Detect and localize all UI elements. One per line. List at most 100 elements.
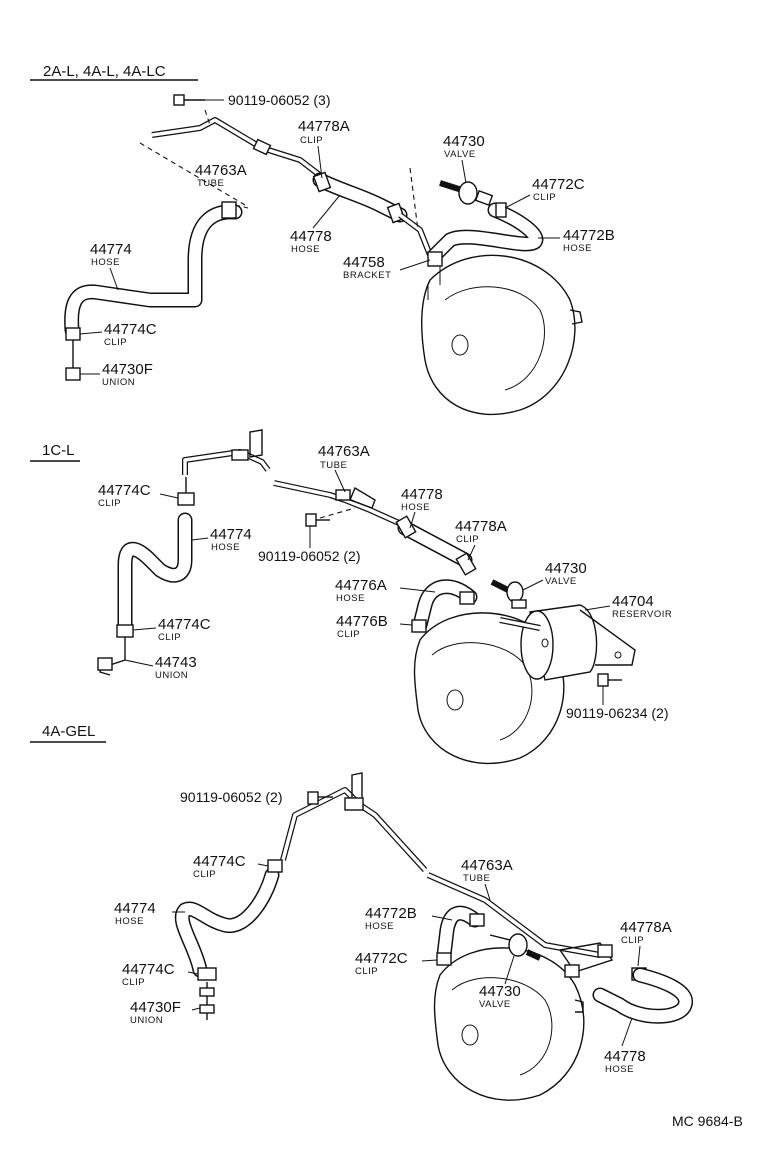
part-name-valve-3: VALVE bbox=[479, 999, 511, 1010]
part-number-44776b-2: 44776B bbox=[336, 613, 388, 630]
hose-44774-3 bbox=[174, 859, 283, 1020]
leader-44758-1 bbox=[399, 259, 431, 271]
part-number-44730f-1: 44730F bbox=[102, 361, 153, 378]
section-title-2: 1C-L bbox=[42, 442, 75, 459]
part-number-44778-1: 44778 bbox=[290, 228, 332, 245]
part-name-hose-8-2: HOSE bbox=[401, 502, 430, 513]
part-name-valve-1: VALVE bbox=[444, 149, 476, 160]
part-number-44774-3: 44774 bbox=[114, 900, 156, 917]
section-title-1: 2A-L, 4A-L, 4A-LC bbox=[43, 63, 166, 80]
part-number-44772b-1: 44772B bbox=[563, 227, 615, 244]
part-number-44704-2: 44704 bbox=[612, 593, 654, 610]
part-name-clip-c-3: CLIP bbox=[355, 966, 378, 977]
part-name-clip-1: CLIP bbox=[300, 135, 323, 146]
part-number-44778-3: 44778 bbox=[604, 1048, 646, 1065]
label-bolt-90119-1: 90119-06052 (3) bbox=[228, 92, 330, 108]
part-name-clip-4-2: CLIP bbox=[98, 498, 121, 509]
section-2: 1C-L bbox=[30, 429, 672, 765]
leader-44772c-1 bbox=[504, 194, 531, 209]
leader-44778a-3 bbox=[637, 945, 641, 967]
part-number-44774c-3: 44774C bbox=[193, 853, 246, 870]
part-name-hose-4-1: HOSE bbox=[91, 257, 120, 268]
valve-assembly-3 bbox=[436, 905, 542, 966]
drawing-code: MC 9684-B bbox=[672, 1113, 743, 1129]
part-number-44774c-1: 44774C bbox=[104, 321, 157, 338]
leader-44778-1 bbox=[312, 194, 341, 229]
leader-44774c-2 bbox=[159, 493, 179, 499]
label-bolt-90119-3: 90119-06052 (2) bbox=[180, 789, 282, 805]
bolt-3 bbox=[307, 791, 333, 805]
leader-44776a-2 bbox=[399, 587, 436, 593]
leader-44776b-2 bbox=[399, 623, 413, 626]
hose-44778-3 bbox=[592, 967, 693, 1024]
part-number-44776a-2: 44776A bbox=[335, 577, 387, 594]
part-name-clip-4-3: CLIP bbox=[193, 869, 216, 880]
brake-booster-1 bbox=[421, 254, 583, 415]
part-number-44774-2: 44774 bbox=[210, 526, 252, 543]
part-name-reservoir-2: RESERVOIR bbox=[612, 609, 672, 620]
part-name-valve-2: VALVE bbox=[545, 576, 577, 587]
part-name-union-1: UNION bbox=[102, 377, 135, 388]
part-name-hose-8-3: HOSE bbox=[605, 1064, 634, 1075]
part-number-44772c-3: 44772C bbox=[355, 950, 408, 967]
leader-44774c-3 bbox=[257, 863, 269, 867]
bolt-2b bbox=[597, 673, 622, 687]
part-number-44778-2: 44778 bbox=[401, 486, 443, 503]
part-number-44730-3: 44730 bbox=[479, 983, 521, 1000]
leader-44730-3 bbox=[504, 955, 515, 985]
hose-44776a-2 bbox=[411, 579, 541, 633]
part-name-clip-4b-2: CLIP bbox=[158, 632, 181, 643]
part-name-hose-b-1: HOSE bbox=[563, 243, 592, 254]
part-number-44758-1: 44758 bbox=[343, 254, 385, 271]
hose-44774-1 bbox=[64, 201, 249, 381]
part-name-clip-6-2: CLIP bbox=[337, 629, 360, 640]
part-number-44774c-3b: 44774C bbox=[122, 961, 175, 978]
part-name-tube-2: TUBE bbox=[320, 460, 347, 471]
leader-44778-2 bbox=[409, 511, 416, 529]
leader-44774-1 bbox=[109, 267, 119, 291]
valve-2 bbox=[490, 579, 527, 609]
part-number-44774c-2: 44774C bbox=[98, 482, 151, 499]
section-1: 2A-L, 4A-L, 4A-LC bbox=[30, 63, 615, 415]
part-name-bracket-1: BRACKET bbox=[343, 270, 391, 281]
tube-44763a-1 bbox=[139, 109, 332, 206]
leader-44772c-3 bbox=[421, 959, 438, 962]
part-name-hose-4-3: HOSE bbox=[115, 916, 144, 927]
part-number-44763a-2: 44763A bbox=[318, 443, 370, 460]
part-name-clip-4-1: CLIP bbox=[104, 337, 127, 348]
part-number-44730-1: 44730 bbox=[443, 133, 485, 150]
leader-44774c-3b bbox=[187, 971, 199, 975]
part-name-hose-4-2: HOSE bbox=[211, 542, 240, 553]
part-number-44763a-1: 44763A bbox=[195, 162, 247, 179]
part-number-44774c-2b: 44774C bbox=[158, 616, 211, 633]
leader-44730-1 bbox=[461, 159, 467, 184]
tube-44763a-3 bbox=[280, 772, 614, 973]
part-number-44778a-2: 44778A bbox=[455, 518, 507, 535]
leader-44772b-3 bbox=[431, 915, 453, 921]
part-name-hose-b-3: HOSE bbox=[365, 921, 394, 932]
valve-assembly-1 bbox=[427, 180, 544, 267]
part-name-clip-4b-3: CLIP bbox=[122, 977, 145, 988]
leader-44743-2 bbox=[124, 659, 154, 667]
label-bolt-90119-2b: 90119-06234 (2) bbox=[566, 705, 668, 721]
leader-44730-2 bbox=[522, 579, 544, 591]
leader-44774-2 bbox=[191, 537, 209, 541]
part-name-hose-6-2: HOSE bbox=[336, 593, 365, 604]
hose-44778-2 bbox=[395, 515, 477, 576]
part-number-44730f-3: 44730F bbox=[130, 999, 181, 1016]
part-name-clip-c-1: CLIP bbox=[533, 192, 556, 203]
part-name-tube-3: TUBE bbox=[463, 873, 490, 884]
hose-44774-2 bbox=[97, 477, 195, 676]
leader-44778a-1 bbox=[317, 145, 323, 179]
part-name-hose-1: HOSE bbox=[291, 244, 320, 255]
leader-44774c-2b bbox=[132, 627, 157, 631]
leader-44730f-3 bbox=[191, 1007, 201, 1011]
bolt-2 bbox=[305, 513, 330, 527]
part-name-clip-a-3: CLIP bbox=[621, 935, 644, 946]
part-name-union-3: UNION bbox=[130, 1015, 163, 1026]
section-title-3: 4A-GEL bbox=[42, 723, 95, 740]
leader-44763a-3 bbox=[484, 883, 491, 901]
part-number-44774-1: 44774 bbox=[90, 241, 132, 258]
bolt-1 bbox=[173, 94, 224, 106]
